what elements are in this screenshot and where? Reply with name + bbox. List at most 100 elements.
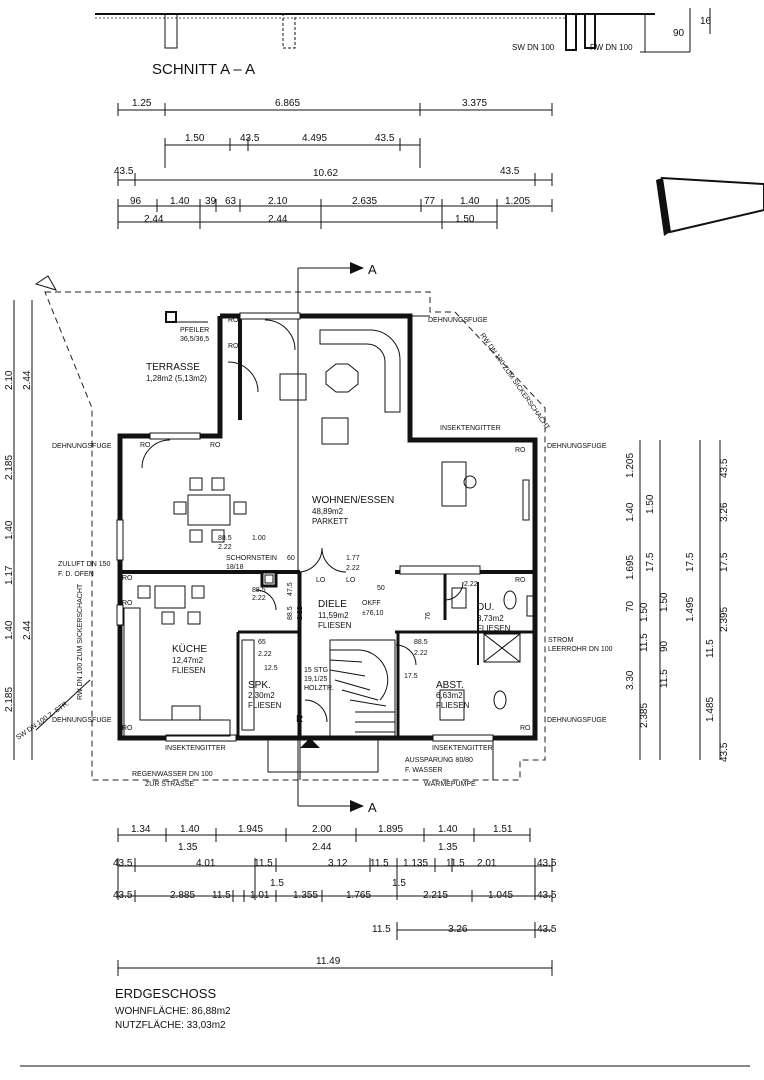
sec-rw-label: RW DN 100 bbox=[590, 43, 633, 52]
dims-bottom: 1.34 1.40 1.945 2.00 1.895 1.40 1.51 1.3… bbox=[113, 824, 557, 976]
label-d-177: 1.77 bbox=[346, 555, 360, 562]
room-wohnen-name: WOHNEN/ESSEN bbox=[312, 495, 394, 506]
dim-right-c3-c: 90 bbox=[659, 640, 670, 652]
room-kueche-name: KÜCHE bbox=[172, 643, 207, 655]
dim-right-c4-e: 11.5 bbox=[705, 639, 716, 658]
dim-top-r3-c: 43.5 bbox=[500, 166, 520, 177]
dim-right-c2-d: 3.30 bbox=[625, 670, 636, 690]
room-kueche-area: 12,47m2 bbox=[172, 656, 204, 665]
dim-right-c3-d: 11.5 bbox=[659, 669, 670, 688]
dim-left-h: 2.185 bbox=[4, 687, 15, 712]
room-spk-floor: FLIESEN bbox=[248, 701, 282, 710]
dims-top: 1.25 6.865 3.375 1.50 43.5 4.495 43.5 43… bbox=[114, 98, 553, 229]
footer: ERDGESCHOSS WOHNFLÄCHE: 86,88m2 NUTZFLÄC… bbox=[20, 986, 750, 1067]
dim-left-c: 2.185 bbox=[4, 455, 15, 480]
label-d-885-4: 88.5 bbox=[414, 639, 428, 646]
label-d-222-1: 2.22 bbox=[218, 544, 232, 551]
dim-bot-r1-g: 1.51 bbox=[493, 824, 513, 835]
label-insektengitter-br: INSEKTENGITTER bbox=[432, 745, 493, 752]
dims-right: 1.205 1.40 1.695 70 1.50 11.5 2.385 1.50… bbox=[625, 440, 730, 762]
label-okff-val: ±76,10 bbox=[362, 610, 383, 617]
dim-left-e: 1.17 bbox=[4, 565, 15, 585]
dim-bot-r2-h: 2.01 bbox=[477, 858, 497, 869]
dim-bot-r1-a: 1.34 bbox=[131, 824, 151, 835]
room-diele-area: 11,59m2 bbox=[318, 611, 349, 620]
room-spk-area: 2,30m2 bbox=[248, 691, 275, 700]
label-ro-6: RO bbox=[122, 575, 133, 582]
label-ro-5: RO bbox=[515, 447, 526, 454]
label-lo-2: LO bbox=[346, 577, 356, 584]
dim-bot-r1-d: 2.00 bbox=[312, 824, 332, 835]
label-holztr: HOLZTR. bbox=[304, 685, 334, 692]
dim-left-a: 2.10 bbox=[4, 370, 15, 390]
dim-bot-r1b-a: 1.35 bbox=[178, 842, 198, 853]
label-ro-1: RO bbox=[228, 317, 239, 324]
dim-right-c1-b: 1.40 bbox=[625, 502, 636, 522]
label-fd-ofen: F. D. OFEN bbox=[58, 571, 94, 578]
room-labels: TERRASSE 1,28m2 (5,13m2) WOHNEN/ESSEN 48… bbox=[146, 362, 511, 710]
room-du-area: 3,73m2 bbox=[477, 614, 504, 623]
room-diele-floor: FLIESEN bbox=[318, 621, 352, 630]
label-ro-10: RO bbox=[520, 725, 531, 732]
dim-bot-r2-i: 43.5 bbox=[537, 858, 557, 869]
dim-bot-r2-a: 43.5 bbox=[113, 858, 133, 869]
dim-right-c1-g: 2.385 bbox=[639, 703, 650, 728]
dim-right-c2-a: 1.50 bbox=[645, 494, 656, 514]
label-dehnungsfuge-top: DEHNUNGSFUGE bbox=[428, 317, 488, 324]
dim-top-r4-e: 2.10 bbox=[268, 196, 288, 207]
section-marker-shape bbox=[660, 176, 764, 234]
dim-bot-r1-c: 1.945 bbox=[238, 824, 263, 835]
dim-bot-r1b-c: 1.35 bbox=[438, 842, 458, 853]
label-dehnungsfuge-left: DEHNUNGSFUGE bbox=[52, 443, 112, 450]
label-schornstein: SCHORNSTEIN bbox=[226, 555, 277, 562]
footer-wohnflaeche: WOHNFLÄCHE: 86,88m2 bbox=[115, 1005, 231, 1017]
footer-nutzflaeche: NUTZFLÄCHE: 33,03m2 bbox=[115, 1019, 226, 1031]
section-marker-top: A bbox=[298, 262, 377, 277]
dim-bot-r2-d: 3.12 bbox=[328, 858, 348, 869]
label-pfeiler-dim: 36,5/36,5 bbox=[180, 336, 209, 343]
label-zuluft: ZULUFT DN 150 bbox=[58, 561, 110, 568]
label-waermepumpe: WÄRMEPUMPE bbox=[424, 780, 476, 788]
sec-h16: 16 bbox=[700, 16, 712, 27]
label-dehnungsfuge-bl: DEHNUNGSFUGE bbox=[52, 717, 112, 724]
dim-right-c4-b: 3.26 bbox=[719, 502, 730, 522]
room-du-floor: FLIESEN bbox=[477, 624, 511, 633]
stairs bbox=[329, 639, 396, 739]
dim-top-r3-b: 10.62 bbox=[313, 168, 338, 179]
label-d-222-7: 2.22 bbox=[464, 581, 478, 588]
room-wohnen-floor: PARKETT bbox=[312, 517, 348, 526]
dim-top-r1-a: 1.25 bbox=[132, 98, 152, 109]
label-rw-sicker-left: RW DN 100 ZUM SICKERSCHACHT bbox=[77, 583, 84, 700]
dim-right-c4-c: 17.5 bbox=[719, 552, 730, 572]
label-ro-3: RO bbox=[140, 442, 151, 449]
annotations: PFEILER 36,5/36,5 RO RO RO RO RO RO RO R… bbox=[15, 317, 613, 788]
label-lo-1: LO bbox=[316, 577, 326, 584]
dim-bot-r3-i: 43.5 bbox=[537, 890, 557, 901]
dim-bot-r4-c: 43.5 bbox=[537, 924, 557, 935]
dim-bot-r1-e: 1.895 bbox=[378, 824, 403, 835]
label-insektengitter-bl: INSEKTENGITTER bbox=[165, 745, 226, 752]
dim-bot-r2b-a: 1.5 bbox=[270, 878, 284, 889]
label-d-222-4: 2.22 bbox=[252, 595, 266, 602]
label-ro-8: RO bbox=[515, 577, 526, 584]
label-d-175: 17.5 bbox=[404, 673, 418, 680]
label-insektengitter-top: INSEKTENGITTER bbox=[440, 425, 501, 432]
dim-bot-total: 11.49 bbox=[316, 956, 341, 967]
label-okff: OKFF bbox=[362, 600, 381, 607]
label-pfeiler: PFEILER bbox=[180, 327, 209, 334]
doors bbox=[141, 319, 464, 723]
label-d-885-1: 88.5 bbox=[218, 535, 232, 542]
dim-bot-r3-d: 1.01 bbox=[250, 890, 270, 901]
room-abst-name: ABST. bbox=[436, 680, 464, 691]
dim-bot-r3-e: 1.355 bbox=[293, 890, 318, 901]
label-ro-2: RO bbox=[228, 343, 239, 350]
label-d-222-5: 2.22 bbox=[258, 651, 272, 658]
marker-a-bottom: A bbox=[368, 800, 377, 815]
room-terrasse-name: TERRASSE bbox=[146, 362, 200, 373]
dim-left-f: 1.40 bbox=[4, 620, 15, 640]
dim-bot-r2-f: 1.135 bbox=[403, 858, 428, 869]
label-ro-7: RO bbox=[122, 600, 133, 607]
dim-top-r2-b: 43.5 bbox=[240, 133, 260, 144]
sec-h90: 90 bbox=[673, 28, 685, 39]
dim-right-c4-f: 1.485 bbox=[705, 697, 716, 722]
